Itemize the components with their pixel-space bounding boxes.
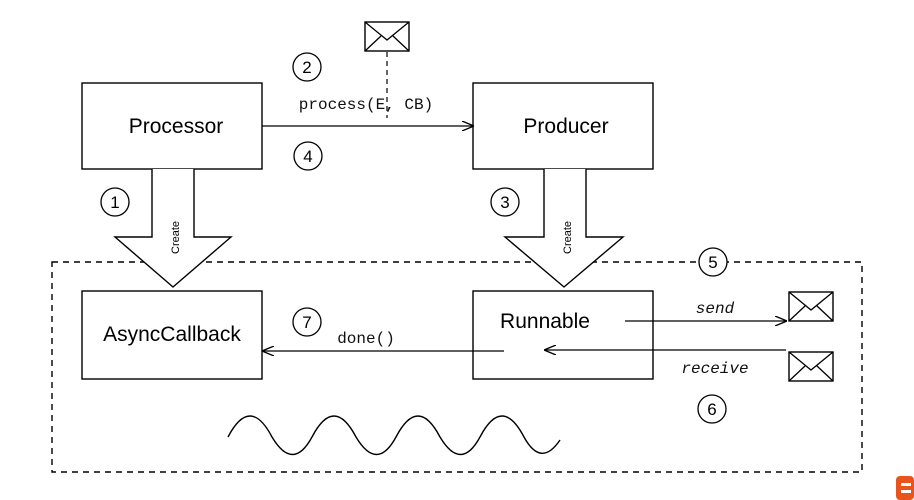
step-3: 3 <box>490 187 520 217</box>
step-2: 2 <box>292 52 322 82</box>
envelope-icon <box>364 21 410 52</box>
envelope-icon <box>788 351 834 382</box>
svg-text:4: 4 <box>303 147 312 166</box>
svg-text:3: 3 <box>500 193 509 212</box>
processor-label: Processor <box>129 115 224 138</box>
create-label-right: Create <box>562 221 574 254</box>
step-4: 4 <box>293 141 323 171</box>
envelope-icon <box>788 291 834 322</box>
svg-text:1: 1 <box>110 193 119 212</box>
async-callback-box: AsyncCallback <box>81 290 263 380</box>
producer-box: Producer <box>472 82 654 170</box>
runnable-label: Runnable <box>500 310 590 333</box>
svg-text:6: 6 <box>707 400 716 419</box>
svg-text:5: 5 <box>708 253 717 272</box>
step-7: 7 <box>292 307 322 337</box>
create-arrow-left: Create <box>113 169 233 288</box>
create-label-left: Create <box>170 221 182 254</box>
send-label: send <box>696 300 735 318</box>
runnable-box: Runnable <box>472 290 654 380</box>
step-6: 6 <box>697 394 727 424</box>
done-call-label: done() <box>337 330 395 348</box>
step-1: 1 <box>100 187 130 217</box>
receive-label: receive <box>681 360 748 378</box>
step-5: 5 <box>698 247 728 277</box>
logo-icon <box>896 476 914 500</box>
thread-region <box>51 261 863 473</box>
svg-text:2: 2 <box>302 58 311 77</box>
producer-label: Producer <box>523 115 608 138</box>
create-arrow-right: Create <box>503 169 625 288</box>
async-callback-label: AsyncCallback <box>103 323 241 346</box>
thread-wave <box>227 415 561 455</box>
process-call-label: process(E, CB) <box>299 96 433 114</box>
processor-box: Processor <box>81 82 263 170</box>
svg-text:7: 7 <box>302 313 311 332</box>
